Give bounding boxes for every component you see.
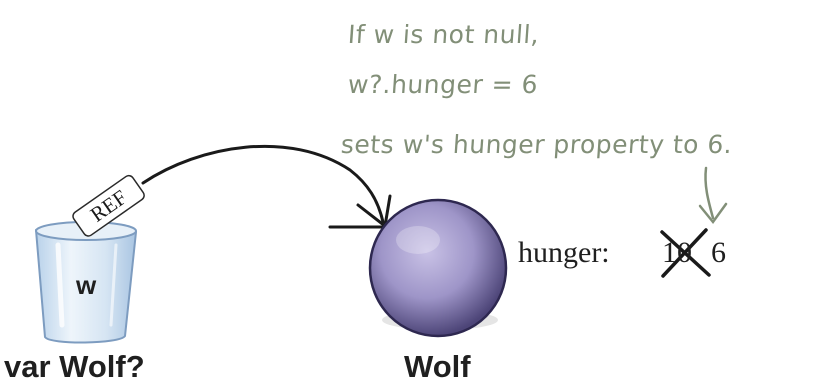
reference-arrow xyxy=(143,146,390,227)
cup-variable-letter: w xyxy=(76,270,96,301)
object-type-label: Wolf xyxy=(404,349,471,385)
annotation-arrow xyxy=(700,168,726,222)
hunger-property-label: hunger: xyxy=(518,236,610,270)
variable-type-label: var Wolf? xyxy=(4,349,145,385)
wolf-object xyxy=(370,200,506,336)
hunger-old-value: 10 xyxy=(662,236,692,270)
hunger-new-value: 6 xyxy=(711,236,726,270)
